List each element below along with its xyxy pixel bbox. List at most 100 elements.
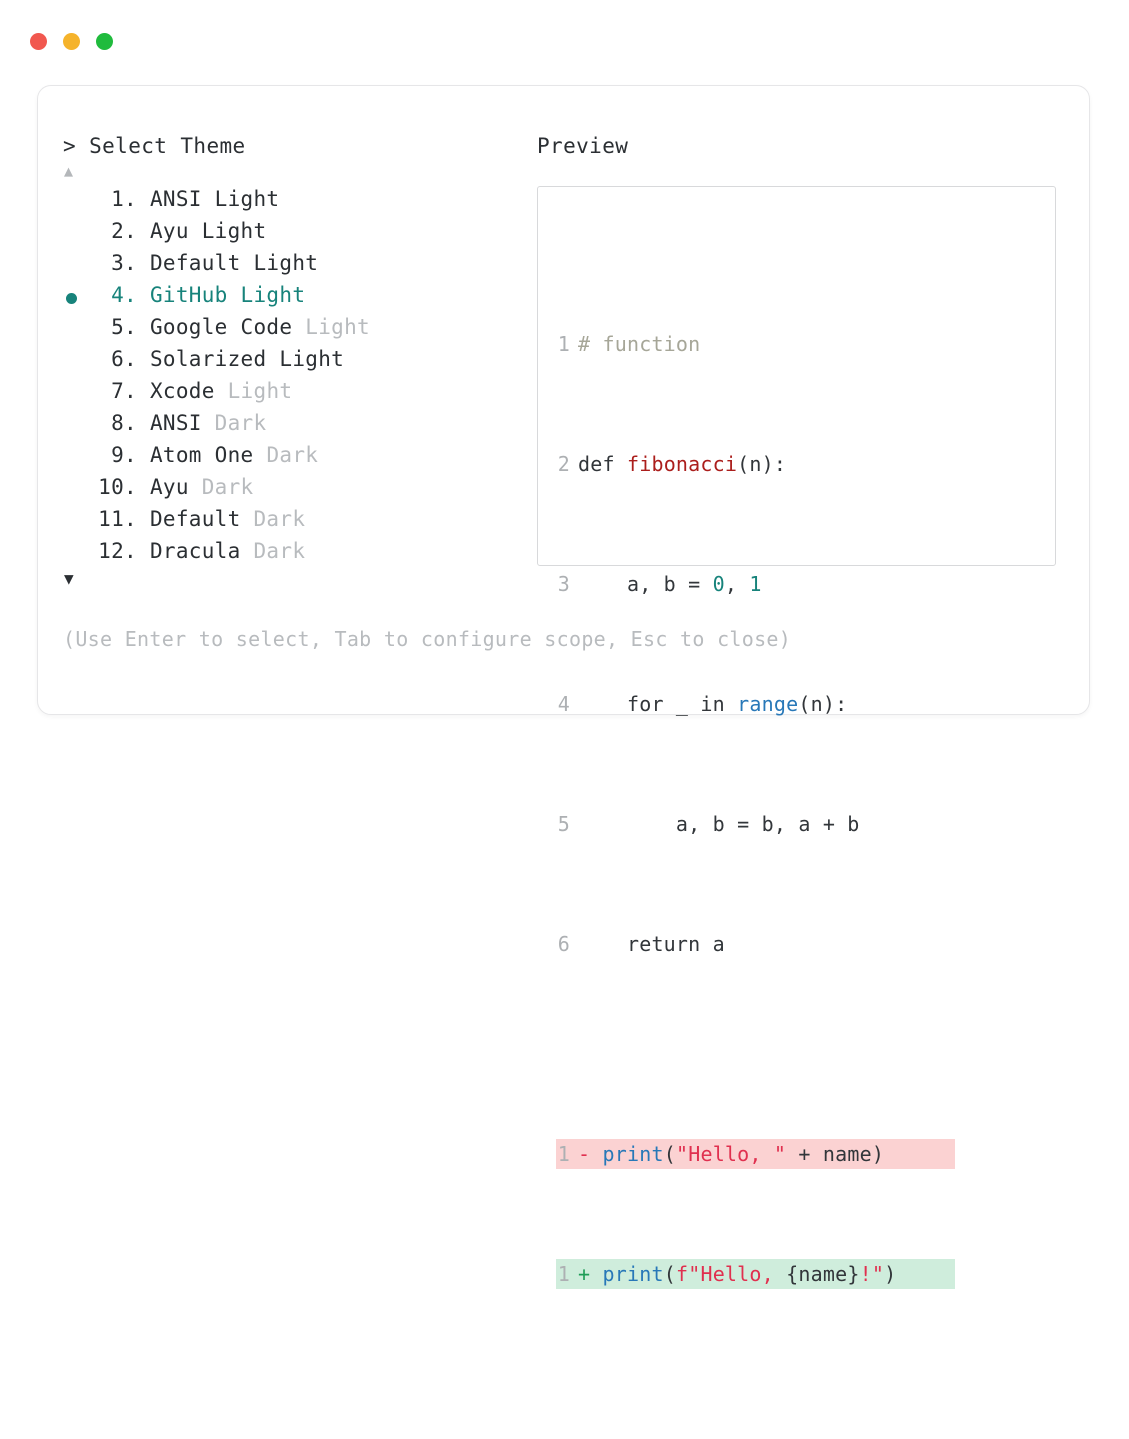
preview-label: Preview — [537, 134, 629, 158]
theme-index: 7. — [98, 379, 137, 403]
line-number: 1 — [557, 1262, 570, 1286]
token-plain: for _ in — [578, 692, 738, 716]
theme-name: GitHub Light — [137, 283, 306, 307]
theme-index: 5. — [98, 315, 137, 339]
theme-name: Default Light — [137, 251, 319, 275]
token-plain: return a — [578, 932, 725, 956]
theme-list-item-5[interactable]: 5. Google Code Light — [63, 311, 533, 343]
theme-list-item-6[interactable]: 6. Solarized Light — [63, 343, 533, 375]
scroll-down-arrow-icon[interactable]: ▼ — [64, 569, 74, 588]
theme-selector-panel: > Select Theme ▲ 1. ANSI Light 2. Ayu Li… — [63, 132, 533, 590]
theme-variant: Light — [292, 315, 370, 339]
line-number: 1 — [557, 332, 570, 356]
theme-list-item-8[interactable]: 8. ANSI Dark — [63, 407, 533, 439]
token-space — [590, 1142, 602, 1166]
token-plain: a, b = — [578, 572, 713, 596]
token-string: !" — [859, 1262, 885, 1286]
scroll-up-arrow-icon[interactable]: ▲ — [64, 162, 74, 180]
token-number: 1 — [749, 572, 762, 596]
code-line-5: 5 a, b = b, a + b — [556, 809, 1055, 839]
token-plain: + name — [786, 1142, 872, 1166]
code-line-3: 3 a, b = 0, 1 — [556, 569, 1055, 599]
token-space — [590, 1262, 602, 1286]
theme-picker-card: > Select Theme ▲ 1. ANSI Light 2. Ayu Li… — [37, 85, 1090, 1289]
minimize-window-button[interactable] — [63, 33, 80, 50]
theme-name: ANSI — [137, 411, 202, 435]
code-line-2: 2 def fibonacci(n): — [556, 449, 1055, 479]
window-titlebar — [30, 33, 113, 50]
theme-list-item-2[interactable]: 2. Ayu Light — [63, 215, 533, 247]
diff-line-deleted: 1- print("Hello, " + name) — [556, 1139, 955, 1169]
theme-variant: Light — [214, 379, 293, 403]
token-punct: ) — [871, 1142, 885, 1166]
theme-variant: Dark — [240, 507, 306, 531]
theme-list-item-11[interactable]: 11. Default Dark — [63, 503, 533, 535]
token-punct: ( — [663, 1262, 676, 1286]
token-keyword: def — [578, 452, 627, 476]
token-builtin: print — [602, 1142, 664, 1166]
theme-name: Default — [137, 507, 241, 531]
keyboard-hint-text: (Use Enter to select, Tab to configure s… — [63, 627, 792, 651]
token-plain: , — [724, 572, 750, 596]
theme-variant: Dark — [188, 475, 254, 499]
token-punct: ) — [884, 1262, 897, 1286]
selected-theme-dot-icon — [63, 281, 91, 377]
theme-name: Ayu Light — [137, 219, 267, 243]
line-number: 5 — [557, 812, 570, 836]
line-number: 3 — [557, 572, 570, 596]
theme-list-item-1[interactable]: 1. ANSI Light — [63, 183, 533, 215]
theme-index: 6. — [98, 347, 137, 371]
theme-variant: Dark — [240, 539, 306, 563]
theme-name: ANSI Light — [137, 187, 280, 211]
diff-block: 1- print("Hello, " + name) 1+ print(f"He… — [556, 1079, 1055, 1349]
theme-index: 2. — [98, 219, 137, 243]
theme-name: Solarized Light — [137, 347, 345, 371]
theme-name: Atom One — [137, 443, 254, 467]
select-theme-prompt: > Select Theme — [63, 134, 246, 158]
token-string: "Hello, " — [675, 1142, 787, 1166]
token-builtin: print — [602, 1262, 664, 1286]
token-punct: (n): — [737, 452, 787, 476]
theme-name: Google Code — [137, 315, 293, 339]
token-punct: (n): — [798, 692, 848, 716]
token-fstring-var: {name} — [786, 1262, 860, 1286]
token-builtin: range — [737, 692, 799, 716]
token-string: f"Hello, — [675, 1262, 787, 1286]
theme-index: 9. — [98, 443, 137, 467]
diff-marker-minus: - — [578, 1142, 591, 1166]
theme-index: 11. — [98, 507, 137, 531]
theme-list-item-9[interactable]: 9. Atom One Dark — [63, 439, 533, 471]
line-number: 2 — [557, 452, 570, 476]
line-number: 1 — [557, 1142, 570, 1166]
theme-list: 1. ANSI Light 2. Ayu Light 3. Default Li… — [63, 183, 533, 567]
line-number: 4 — [557, 692, 570, 716]
theme-list-item-12[interactable]: 12. Dracula Dark — [63, 535, 533, 567]
line-number: 6 — [557, 932, 570, 956]
token-function-name: fibonacci — [626, 452, 738, 476]
maximize-window-button[interactable] — [96, 33, 113, 50]
theme-name: Dracula — [137, 539, 241, 563]
theme-index: 4. — [98, 283, 137, 307]
code-line-4: 4 for _ in range(n): — [556, 689, 1055, 719]
theme-variant: Dark — [253, 443, 319, 467]
theme-variant: Dark — [201, 411, 267, 435]
code-line-6: 6 return a — [556, 929, 1055, 959]
theme-list-item-7[interactable]: 7. Xcode Light — [63, 375, 533, 407]
theme-list-item-10[interactable]: 10. Ayu Dark — [63, 471, 533, 503]
theme-list-item-3[interactable]: 3. Default Light — [63, 247, 533, 279]
close-window-button[interactable] — [30, 33, 47, 50]
token-number: 0 — [712, 572, 725, 596]
theme-name: Xcode — [137, 379, 215, 403]
token-plain: a, b = b, a + b — [578, 812, 860, 836]
theme-index: 8. — [98, 411, 137, 435]
token-comment: # function — [578, 332, 701, 356]
code-line-1: 1 # function — [556, 329, 1055, 359]
theme-list-item-4-selected[interactable]: 4. GitHub Light — [63, 279, 533, 311]
theme-index: 1. — [98, 187, 137, 211]
theme-index: 3. — [98, 251, 137, 275]
diff-marker-plus: + — [578, 1262, 591, 1286]
token-punct: ( — [663, 1142, 676, 1166]
